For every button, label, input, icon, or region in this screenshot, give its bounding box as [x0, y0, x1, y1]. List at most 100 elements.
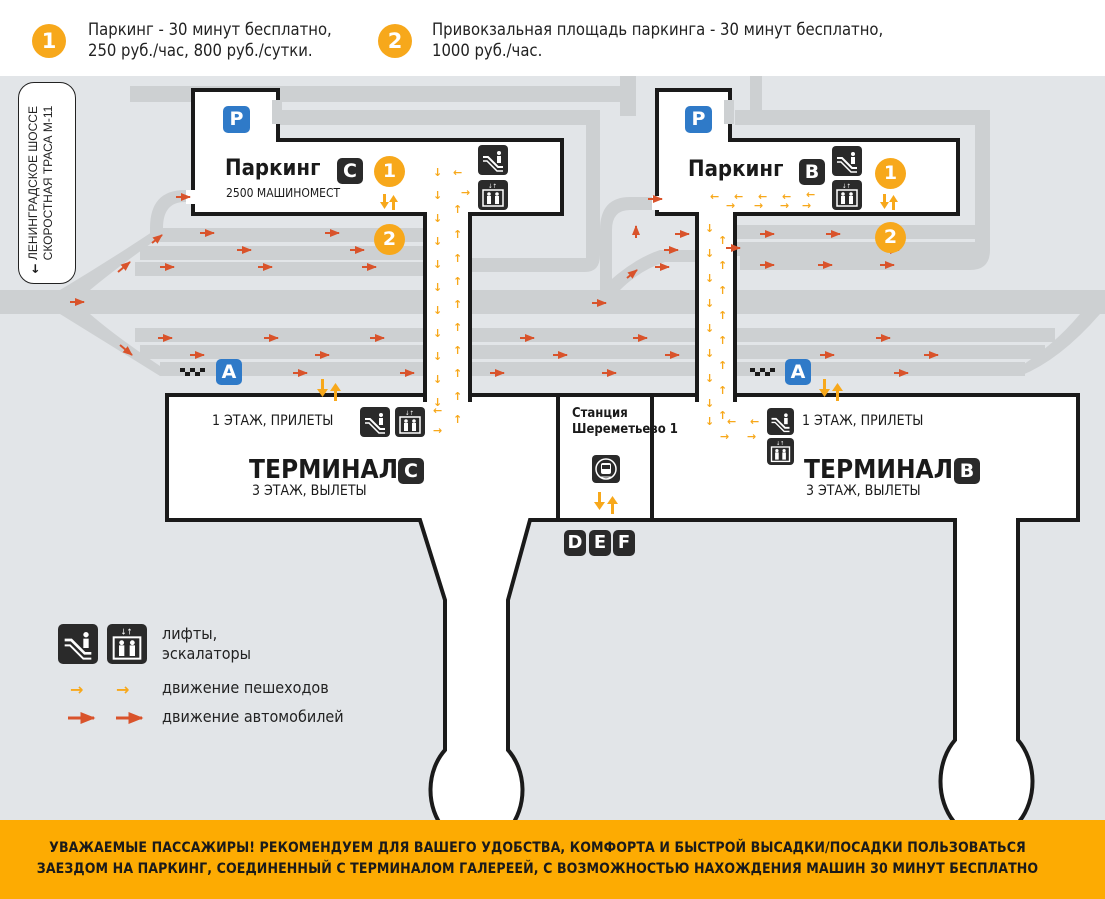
- svg-text:↓: ↓: [433, 212, 442, 225]
- svg-text:↑: ↑: [453, 252, 462, 265]
- pedestrian-arrow-icon: →: [116, 680, 129, 699]
- notice-line1: УВАЖАЕМЫЕ ПАССАЖИРЫ! РЕКОМЕНДУЕМ ДЛЯ ВАШ…: [49, 840, 1026, 856]
- svg-text:↓: ↓: [433, 166, 442, 179]
- svg-text:→: →: [433, 424, 442, 437]
- main-highway: [0, 290, 1105, 314]
- svg-text:↑: ↑: [453, 367, 462, 380]
- svg-text:↓: ↓: [705, 322, 714, 335]
- road-sign-text: ЛЕНИНГРАДСКОЕ ШОССЕ СКОРОСТНАЯ ТРАСА М-1…: [26, 83, 66, 283]
- svg-text:↓: ↓: [705, 272, 714, 285]
- zone-1-marker-c: 1: [374, 156, 405, 187]
- parking-b-letter-badge: B: [799, 159, 825, 185]
- svg-text:↓↑: ↓↑: [120, 628, 132, 637]
- parking-b-title: Паркинг: [688, 157, 784, 182]
- svg-text:↑: ↑: [453, 321, 462, 334]
- zone-1-tariff-line1: Паркинг - 30 минут бесплатно,: [88, 20, 332, 39]
- svg-text:←: ←: [453, 166, 462, 179]
- legend-lifts: лифты, эскалаторы: [162, 624, 251, 664]
- svg-text:↑: ↑: [453, 203, 462, 216]
- elevator-icon: ↓↑: [478, 180, 508, 210]
- svg-text:↓: ↓: [433, 396, 442, 409]
- legend-pedestrian: движение пешеходов: [162, 678, 329, 697]
- svg-text:→: →: [720, 430, 729, 443]
- elevator-icon: ↓↑: [107, 624, 147, 664]
- svg-text:↑: ↑: [718, 409, 727, 422]
- svg-text:↓: ↓: [433, 327, 442, 340]
- escalator-icon: [767, 408, 794, 435]
- parking-c-capacity: 2500 МАШИНОМЕСТ: [226, 186, 341, 200]
- zone-2-tariff-line1: Привокзальная площадь паркинга - 30 мину…: [432, 20, 884, 39]
- terminal-c-departures: 3 ЭТАЖ, ВЫЛЕТЫ: [252, 483, 367, 499]
- terminal-c-title: ТЕРМИНАЛ: [249, 455, 399, 485]
- terminal-d-badge: D: [564, 530, 586, 556]
- svg-text:↑: ↑: [453, 275, 462, 288]
- svg-text:↑: ↑: [718, 284, 727, 297]
- roads: [0, 76, 1105, 376]
- svg-text:↓: ↓: [433, 235, 442, 248]
- station-name-line2: Шереметьево 1: [572, 422, 678, 437]
- elevator-icon: ↓↑: [767, 438, 794, 465]
- parking-c-letter-badge: C: [337, 158, 363, 184]
- svg-text:→: →: [802, 199, 811, 212]
- zone-1-tariff-line2: 250 руб./час, 800 руб./сутки.: [88, 41, 313, 60]
- escalator-icon: [478, 145, 508, 175]
- svg-text:↑: ↑: [453, 390, 462, 403]
- svg-text:←: ←: [758, 190, 767, 203]
- zone-2-badge: 2: [378, 24, 412, 58]
- svg-text:↓: ↓: [433, 189, 442, 202]
- pedestrian-arrow-icon: →: [70, 680, 83, 699]
- lane: [135, 328, 425, 342]
- parking-c-title: Паркинг: [225, 156, 321, 181]
- svg-text:↓: ↓: [433, 350, 442, 363]
- svg-text:↓: ↓: [705, 415, 714, 428]
- pedestrian-arrows: ↓← ↓→ ↓↑ ↓↑ ↓↑ ↓↑ ↓↑ ↓↑ ↓↑ ↓↑ ↓↑ ←↑ → ↓↑…: [433, 166, 815, 443]
- svg-text:↑: ↑: [453, 344, 462, 357]
- zone-1-marker-b: 1: [875, 158, 906, 189]
- terminal-e-badge: E: [589, 530, 611, 556]
- zone-2-marker-b: 2: [875, 222, 906, 253]
- svg-text:→: →: [747, 430, 756, 443]
- parking-p-badge: P: [223, 106, 250, 133]
- svg-text:↑: ↑: [718, 384, 727, 397]
- lane: [135, 262, 425, 276]
- legend-lifts-line1: лифты,: [162, 624, 218, 643]
- notice-text: УВАЖАЕМЫЕ ПАССАЖИРЫ! РЕКОМЕНДУЕМ ДЛЯ ВАШ…: [0, 838, 1075, 880]
- svg-text:←: ←: [806, 188, 815, 201]
- svg-text:↓↑: ↓↑: [488, 183, 497, 190]
- escalator-icon: [832, 146, 862, 176]
- svg-text:→: →: [461, 186, 470, 199]
- legend-vehicle: движение автомобилей: [162, 707, 344, 726]
- terminal-b-arrivals: 1 ЭТАЖ, ПРИЛЕТЫ: [802, 413, 924, 429]
- road-sign-leningradskoe: ЛЕНИНГРАДСКОЕ ШОССЕ СКОРОСТНАЯ ТРАСА М-1…: [18, 82, 76, 284]
- legend-lifts-line2: эскалаторы: [162, 644, 252, 663]
- svg-text:↓: ↓: [705, 247, 714, 260]
- taxi-icon: [180, 368, 205, 376]
- zone-1-badge: 1: [32, 24, 66, 58]
- parking-tariff-legend: 1 Паркинг - 30 минут бесплатно, 250 руб.…: [0, 0, 1105, 76]
- svg-text:↓↑: ↓↑: [405, 410, 414, 417]
- elevator-icon: ↓↑: [832, 180, 862, 210]
- terminal-c-arrivals: 1 ЭТАЖ, ПРИЛЕТЫ: [212, 413, 334, 429]
- escalator-icon: [360, 407, 390, 437]
- arrow-left-icon: ←: [28, 263, 44, 274]
- svg-text:↓: ↓: [705, 297, 714, 310]
- taxi-a-badge: A: [785, 359, 811, 385]
- svg-text:↓: ↓: [705, 372, 714, 385]
- terminal-f-badge: F: [613, 530, 635, 556]
- taxi-a-badge: A: [216, 359, 242, 385]
- terminal-b-letter-badge: B: [954, 458, 980, 484]
- svg-text:↓: ↓: [705, 222, 714, 235]
- zone-2-marker-c: 2: [374, 224, 405, 255]
- road-sign-line1: ЛЕНИНГРАДСКОЕ ШОССЕ: [26, 106, 40, 260]
- station-name-line1: Станция: [572, 406, 628, 421]
- svg-text:↓↑: ↓↑: [776, 441, 784, 447]
- svg-text:↓: ↓: [433, 304, 442, 317]
- svg-text:↑: ↑: [718, 234, 727, 247]
- svg-text:↑: ↑: [718, 309, 727, 322]
- svg-text:←: ←: [710, 190, 719, 203]
- terminal-b-title: ТЕРМИНАЛ: [804, 455, 954, 485]
- svg-text:↓: ↓: [705, 347, 714, 360]
- parking-p-badge: P: [685, 106, 712, 133]
- road-sign-line2: СКОРОСТНАЯ ТРАСА М-11: [41, 105, 55, 261]
